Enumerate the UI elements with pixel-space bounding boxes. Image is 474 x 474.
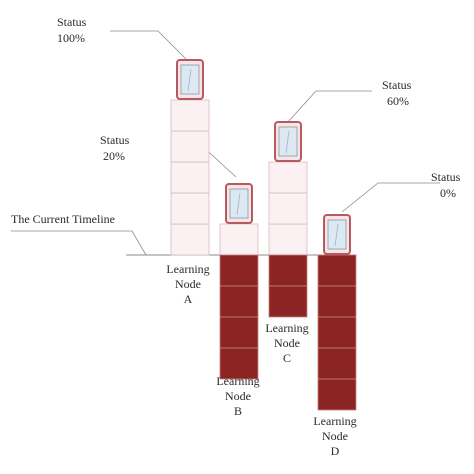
node-c-lower-block [268,254,308,287]
node-c-label-line3: C [282,351,291,365]
node-b-lower-block [219,316,259,349]
node-d-lower-block [317,347,357,380]
timeline-label: The Current Timeline [11,212,115,226]
node-a-label: Learning Node A [158,262,218,307]
node-d-label-line1: Learning [313,414,357,428]
status-d-word: Status [431,170,461,184]
node-c-device-screen [278,126,298,157]
status-c-value: 60% [387,94,409,108]
node-c-lower-block [268,285,308,318]
node-a-label-line3: A [183,292,193,306]
callout-line-a [110,30,191,64]
status-a-word: Status [57,15,87,29]
node-d-label-line3: D [330,444,340,458]
node-d-lower-block [317,285,357,318]
status-d-value: 0% [440,186,456,200]
status-c-word: Status [382,78,412,92]
node-b-label-line3: B [233,404,242,418]
node-c-screen-glare [285,130,290,154]
node-a-upper-block [170,223,210,256]
node-a-label-line1: Learning [166,262,210,276]
status-b-value: 20% [103,149,125,163]
node-a-upper-block [170,192,210,225]
node-d-device-screen [327,219,347,250]
node-b-label: Learning Node B [208,374,268,419]
node-b-lower-block [219,254,259,287]
learning-node-columns [170,59,357,411]
node-c-upper-block [268,161,308,194]
node-b-device-screen [229,188,249,219]
node-c-label-line2: Node [274,336,300,350]
node-d-lower-block [317,378,357,411]
node-b-label-line2: Node [225,389,251,403]
node-d-lower-block [317,316,357,349]
node-c-label: Learning Node C [257,321,317,366]
node-c-upper-block [268,223,308,256]
timeline-callout [11,230,147,256]
node-d-label: Learning Node D [305,414,365,459]
node-d-lower-block [317,254,357,287]
node-c-upper-block [268,192,308,225]
node-b-screen-glare [236,192,241,216]
status-b-word: Status [100,133,130,147]
node-a-upper-block [170,130,210,163]
status-a-value: 100% [57,31,85,45]
node-d-screen-glare [334,223,339,247]
node-b-lower-block [219,285,259,318]
node-a-device-screen [180,64,200,95]
node-c-label-line1: Learning [265,321,309,335]
node-b-lower-block [219,347,259,380]
node-a-screen-glare [187,68,192,92]
node-b-label-line1: Learning [216,374,260,388]
node-a-upper-block [170,161,210,194]
node-d-label-line2: Node [322,429,348,443]
node-a-label-line2: Node [175,277,201,291]
node-a-upper-block [170,99,210,132]
callout-line-d [341,182,440,213]
callout-line-c [286,90,372,124]
node-b-upper-block [219,223,259,256]
